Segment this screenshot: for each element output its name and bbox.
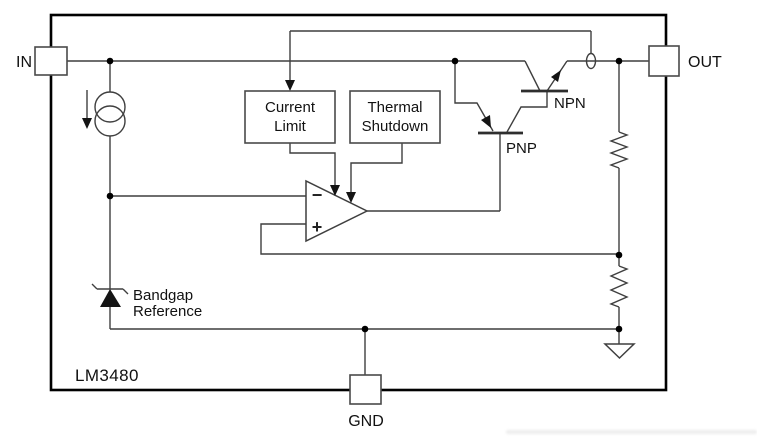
thermal-shutdown-box — [349, 90, 441, 144]
feedback-wire — [260, 223, 619, 255]
thermal-to-amp-arrowhead-icon — [346, 192, 356, 203]
amplifier-plus-label: + — [312, 217, 323, 237]
gnd-pin: GND — [348, 374, 384, 430]
gnd-pin-box — [349, 374, 382, 405]
junction-dot — [106, 192, 114, 200]
current-source-circle-top — [94, 91, 126, 123]
bandgap-zener-diode — [91, 283, 129, 307]
thermal-shutdown-block: Thermal Shutdown — [349, 90, 441, 144]
pnp-collector-wire — [506, 91, 548, 133]
output-sense-oval-icon — [585, 52, 597, 70]
thermal-shutdown-label-line1: Thermal — [367, 99, 422, 116]
current-limit-box — [244, 90, 336, 144]
current-source-arrowhead-icon — [82, 118, 92, 129]
thermal-shutdown-label-line2: Shutdown — [362, 118, 429, 135]
current-limit-output-wire — [289, 143, 336, 186]
junction-dot — [615, 251, 623, 259]
junction-dot — [451, 57, 459, 65]
current-limit-to-amp-arrowhead-icon — [330, 185, 340, 196]
junction-dot — [361, 325, 369, 333]
npn-emitter-arrowhead-icon — [551, 70, 561, 82]
junction-dot — [615, 325, 623, 333]
bandgap-label-line1: Bandgap — [133, 287, 193, 304]
out-pin-box — [648, 45, 680, 77]
pnp-label: PNP — [506, 140, 537, 157]
pnp-emitter-arrowhead-icon — [481, 115, 491, 128]
thermal-shutdown-output-wire — [350, 143, 403, 193]
zener-triangle-icon — [100, 289, 121, 307]
bandgap-label-line2: Reference — [133, 303, 202, 320]
current-source — [82, 91, 126, 137]
amplifier-minus-label: − — [312, 185, 323, 205]
upper-resistor — [609, 131, 629, 169]
pnp-emitter-wire — [454, 61, 494, 132]
error-amplifier — [305, 179, 369, 243]
current-limit-block: Current Limit — [244, 90, 336, 144]
in-pin: IN — [16, 46, 68, 76]
out-pin: OUT — [648, 45, 722, 77]
current-source-circle-bottom — [94, 105, 126, 137]
arrowheads — [285, 70, 561, 203]
out-pin-label: OUT — [688, 54, 722, 71]
junction-dots — [106, 57, 623, 333]
npn-label: NPN — [554, 95, 586, 112]
in-pin-label: IN — [16, 54, 32, 71]
chip-boundary-box — [49, 13, 668, 392]
current-limit-label-line2: Limit — [274, 118, 307, 135]
junction-dot — [106, 57, 114, 65]
current-limit-feed-arrowhead-icon — [285, 80, 295, 91]
ground-symbol-icon — [603, 343, 636, 360]
wires — [67, 30, 649, 375]
junction-dot — [615, 57, 623, 65]
current-limit-label-line1: Current — [265, 99, 316, 116]
lower-resistor — [609, 265, 629, 308]
npn-collector-wire — [524, 60, 541, 92]
gnd-pin-label: GND — [348, 413, 384, 430]
in-pin-box — [34, 46, 68, 76]
window-edge-artifact — [506, 430, 757, 434]
part-number-label: LM3480 — [75, 366, 139, 385]
